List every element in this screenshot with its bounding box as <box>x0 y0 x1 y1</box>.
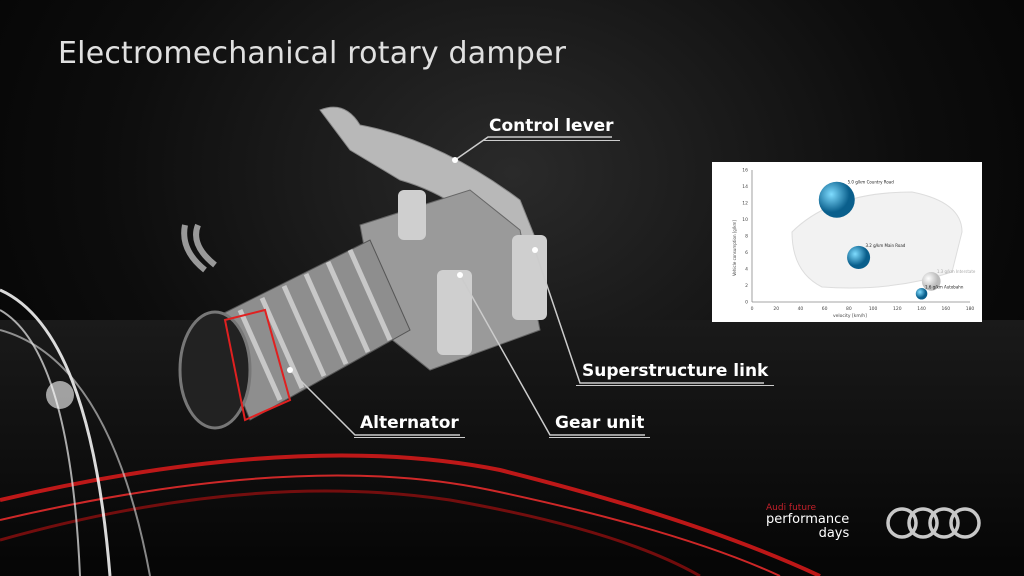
bubble-label: 5.0 g/km Country Road <box>848 180 895 185</box>
callout-label: Gear unit <box>555 413 645 433</box>
leader-dots <box>287 157 538 373</box>
callout-label: Superstructure link <box>582 361 769 381</box>
x-axis-label: velocity [km/h] <box>833 313 867 319</box>
logo-line-3: days <box>818 526 850 541</box>
y-axis-label: Vehicle consumption [g/km] <box>732 220 737 276</box>
white-light-streak <box>0 329 151 576</box>
light-flare <box>46 381 74 409</box>
y-tick-label: 6 <box>745 250 748 256</box>
y-tick-label: 2 <box>745 283 748 289</box>
callout-alternator: Alternator <box>354 413 465 438</box>
x-tick-label: 100 <box>869 306 878 312</box>
event-logo: Audi future performance days <box>766 503 849 541</box>
end-flange <box>178 310 252 430</box>
cooling-fins <box>237 248 393 402</box>
cutaway-outline <box>223 308 292 422</box>
bubble <box>915 287 928 300</box>
y-tick-label: 12 <box>742 201 748 207</box>
callout-control-lever: Control lever <box>483 116 620 141</box>
slide-title: Electromechanical rotary damper <box>58 36 567 71</box>
bubble-label: 1.3 g/km Interstate <box>937 269 976 274</box>
x-tick-label: 120 <box>893 306 902 312</box>
x-tick-label: 0 <box>751 306 754 312</box>
x-tick-label: 40 <box>798 306 804 312</box>
floor-background <box>0 320 1024 576</box>
bubble <box>847 245 871 269</box>
logo-line-1: Audi future <box>766 503 817 513</box>
red-light-streak <box>0 474 781 576</box>
mount-post <box>437 270 472 355</box>
red-light-streak <box>0 453 821 576</box>
y-tick-label: 16 <box>742 168 748 174</box>
x-tick-label: 80 <box>846 306 852 312</box>
y-tick-label: 0 <box>745 300 748 306</box>
x-tick-label: 60 <box>822 306 828 312</box>
bubble <box>921 272 941 291</box>
callout-label: Control lever <box>489 116 614 136</box>
audi-rings-logo <box>886 507 981 539</box>
bubble <box>818 181 855 218</box>
leader-lines <box>289 136 764 436</box>
callout-label: Alternator <box>360 413 459 433</box>
x-tick-label: 20 <box>773 306 779 312</box>
consumption-chart: 0 20 40 60 80 100 120 140 160 180 0 2 4 6 8 10 12 14 16 vel… <box>712 162 982 322</box>
callout-gear-unit: Gear unit <box>549 413 651 438</box>
bubble-label: 1.6 g/km Autobahn <box>925 285 964 290</box>
y-tick-label: 8 <box>745 234 748 240</box>
cable <box>181 224 207 273</box>
y-tick-label: 14 <box>742 184 748 190</box>
white-light-streak <box>0 288 112 576</box>
logo-line-2: performance <box>766 512 850 527</box>
cable <box>193 223 217 268</box>
mount-post <box>398 190 426 240</box>
x-tick-label: 180 <box>966 306 975 312</box>
y-tick-label: 4 <box>745 267 748 273</box>
red-light-streak <box>0 489 701 576</box>
chart-svg: 0 20 40 60 80 100 120 140 160 180 0 2 4 6 8 10 12 14 16 vel… <box>732 168 976 320</box>
x-tick-label: 140 <box>917 306 926 312</box>
callout-superstructure-link: Superstructure link <box>576 361 775 386</box>
bubble-label: 3.2 g/km Main Road <box>865 243 905 248</box>
mount-post <box>512 235 547 320</box>
x-tick-label: 160 <box>941 306 950 312</box>
y-tick-label: 10 <box>742 217 748 223</box>
